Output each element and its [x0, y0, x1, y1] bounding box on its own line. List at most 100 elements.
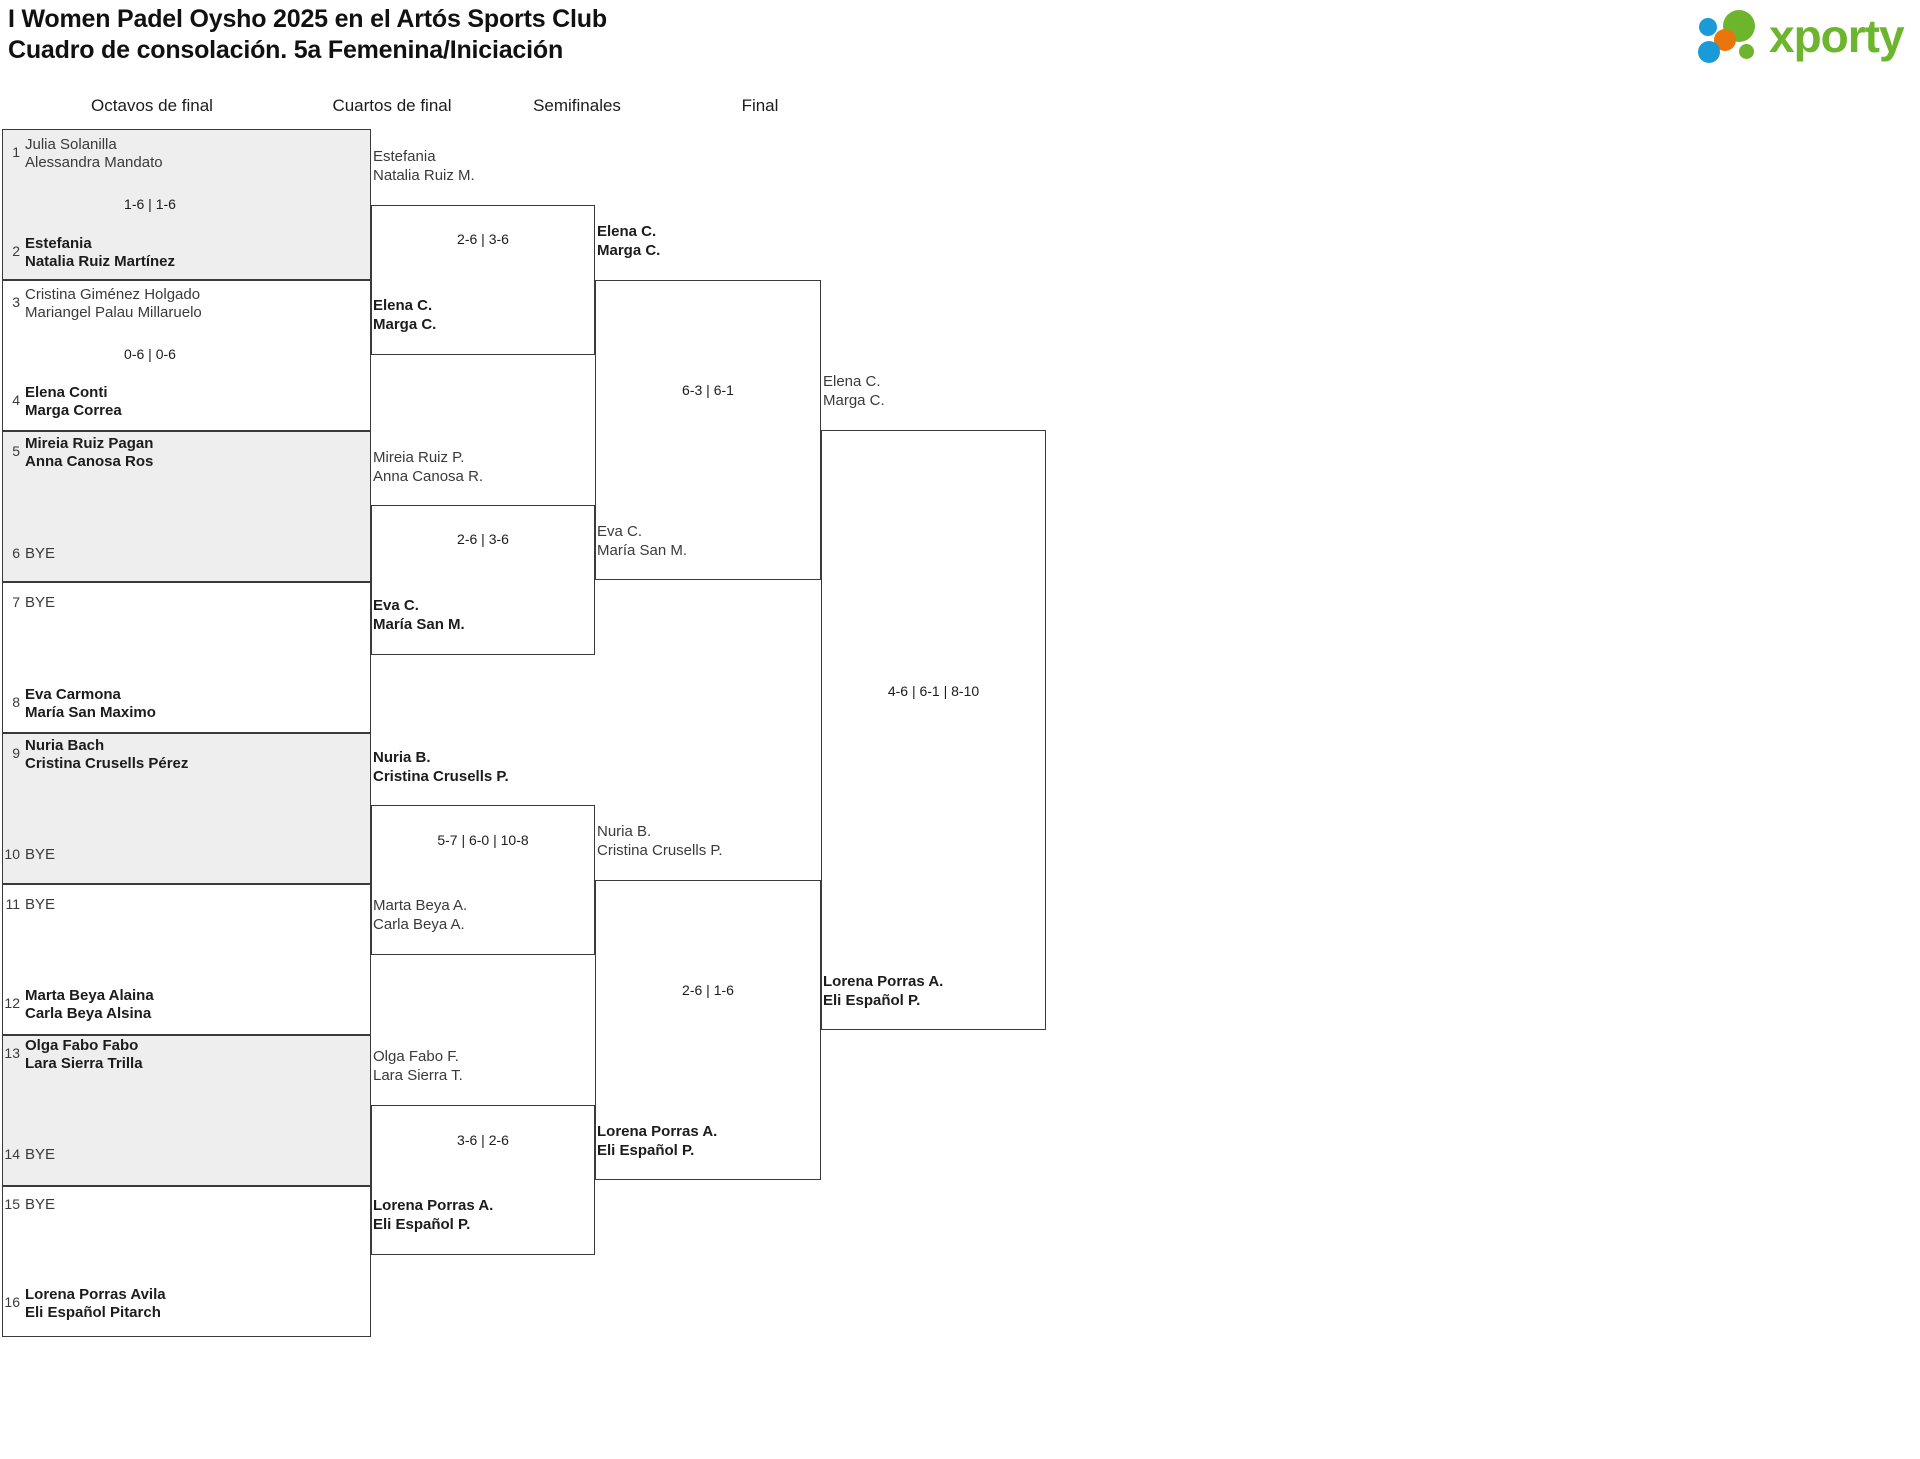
r2-match-3-box — [371, 805, 595, 955]
bye-label: BYE — [25, 846, 56, 863]
logo-dot-green-small — [1739, 44, 1754, 59]
team-player-2: Alessandra Mandato — [25, 154, 163, 171]
r1-band-6 — [2, 884, 371, 1035]
round-heading-semifinales: Semifinales — [533, 96, 621, 115]
r2-m2-top-player-2: Anna Canosa R. — [373, 468, 484, 485]
seed-number: 4 — [12, 392, 20, 408]
seed-number: 14 — [4, 1146, 20, 1162]
r2-m2-top-player-1: Mireia Ruiz P. — [373, 449, 465, 466]
team-player-1: Estefania — [25, 235, 92, 252]
r3-match-2-box — [595, 880, 821, 1180]
r2-match-4-box — [371, 1105, 595, 1255]
r4-final-bottom-player-1: Lorena Porras A. — [823, 973, 944, 990]
r2-m4-top-player-2: Lara Sierra T. — [373, 1067, 463, 1084]
round-heading-octavos: Octavos de final — [91, 96, 213, 115]
team-player-1: Marta Beya Alaina — [25, 987, 154, 1004]
r2-m2-bottom-player-1: Eva C. — [373, 597, 419, 614]
seed-number: 2 — [12, 243, 20, 259]
team-player-1: Mireia Ruiz Pagan — [25, 435, 154, 452]
r1-band-1 — [2, 129, 371, 280]
r3-m1-bottom-player-1: Eva C. — [597, 523, 643, 540]
r2-m3-top-player-1: Nuria B. — [373, 749, 431, 766]
r2-m4-bottom-player-1: Lorena Porras A. — [373, 1197, 494, 1214]
r4-match-1-box — [821, 430, 1046, 1030]
seed-number: 3 — [12, 294, 20, 310]
r2-m3-score: 5-7 | 6-0 | 10-8 — [437, 832, 529, 848]
team-player-2: María San Maximo — [25, 704, 156, 721]
bye-label: BYE — [25, 896, 56, 913]
team-player-2: Natalia Ruiz Martínez — [25, 253, 176, 270]
r2-match-1-box — [371, 205, 595, 355]
r3-m1-bottom-player-2: María San M. — [597, 542, 688, 559]
r2-m1-score: 2-6 | 3-6 — [457, 231, 509, 247]
seed-number: 8 — [12, 694, 20, 710]
seed-number: 15 — [4, 1196, 20, 1212]
r4-final-top-player-1: Elena C. — [823, 373, 881, 390]
r3-m1-score: 6-3 | 6-1 — [682, 382, 734, 398]
page-title: I Women Padel Oysho 2025 en el Artós Spo… — [8, 4, 1108, 66]
r3-m2-score: 2-6 | 1-6 — [682, 982, 734, 998]
r1-band-8 — [2, 1186, 371, 1337]
r2-m3-bottom-player-1: Marta Beya A. — [373, 897, 468, 914]
team-player-1: Nuria Bach — [25, 737, 105, 754]
r4-final-top-player-2: Marga C. — [823, 392, 885, 409]
seed-number: 12 — [4, 995, 20, 1011]
r1-band-4 — [2, 582, 371, 733]
team-player-1: Olga Fabo Fabo — [25, 1037, 139, 1054]
title-line-2: Cuadro de consolación. 5a Femenina/Inici… — [8, 36, 564, 64]
bye-label: BYE — [25, 1196, 56, 1213]
r2-m3-bottom-player-2: Carla Beya A. — [373, 916, 465, 933]
team-player-1: Cristina Giménez Holgado — [25, 286, 201, 303]
title-line-1: I Women Padel Oysho 2025 en el Artós Spo… — [8, 5, 607, 33]
seed-number: 6 — [12, 545, 20, 561]
seed-number: 1 — [12, 144, 20, 160]
seed-number: 13 — [4, 1045, 20, 1061]
team-player-2: Cristina Crusells Pérez — [25, 755, 189, 772]
r3-m2-bottom-player-2: Eli Español P. — [597, 1142, 695, 1159]
xporty-logo[interactable]: xporty — [1697, 8, 1907, 64]
bye-label: BYE — [25, 594, 56, 611]
team-player-2: Carla Beya Alsina — [25, 1005, 152, 1022]
seed-number: 7 — [12, 594, 20, 610]
r2-m2-score: 2-6 | 3-6 — [457, 531, 509, 547]
team-player-2: Marga Correa — [25, 402, 122, 419]
r3-m2-bottom-player-1: Lorena Porras A. — [597, 1123, 718, 1140]
team-player-2: Anna Canosa Ros — [25, 453, 154, 470]
round-heading-final: Final — [741, 96, 779, 115]
team-player-2: Mariangel Palau Millaruelo — [25, 304, 202, 321]
bye-label: BYE — [25, 1146, 56, 1163]
seed-number: 11 — [5, 896, 20, 912]
seed-number: 16 — [4, 1294, 20, 1310]
r2-m1-bottom-player-1: Elena C. — [373, 297, 433, 314]
r3-m1-top-player-2: Marga C. — [597, 242, 661, 259]
r3-match-1-box — [595, 280, 821, 580]
r4-final-bottom-player-2: Eli Español P. — [823, 992, 921, 1009]
r2-m4-bottom-player-2: Eli Español P. — [373, 1216, 471, 1233]
team-player-2: Lara Sierra Trilla — [25, 1055, 143, 1072]
r2-m4-top-player-1: Olga Fabo F. — [373, 1048, 459, 1065]
logo-dot-orange — [1714, 29, 1736, 51]
r1-band-3 — [2, 431, 371, 582]
r1-band-5 — [2, 733, 371, 884]
r1-band-7 — [2, 1035, 371, 1186]
logo-dot-blue-large — [1698, 41, 1720, 63]
r2-match-2-box — [371, 505, 595, 655]
r1-score-match-2: 0-6 | 0-6 — [124, 346, 176, 362]
seed-number: 5 — [12, 443, 20, 459]
logo-wordmark: xporty — [1769, 10, 1905, 62]
r1-score-match-1: 1-6 | 1-6 — [124, 196, 176, 212]
round-heading-cuartos: Cuartos de final — [332, 96, 452, 115]
seed-number: 10 — [4, 846, 20, 862]
bye-label: BYE — [25, 545, 56, 562]
team-player-1: Elena Conti — [25, 384, 108, 401]
r2-m1-bottom-player-2: Marga C. — [373, 316, 437, 333]
seed-number: 9 — [12, 745, 20, 761]
team-player-1: Julia Solanilla — [25, 136, 117, 153]
r2-m1-top-player-2: Natalia Ruiz M. — [373, 167, 475, 184]
r1-band-2 — [2, 280, 371, 431]
team-player-1: Eva Carmona — [25, 686, 121, 703]
r2-m2-bottom-player-2: María San M. — [373, 616, 465, 633]
r3-m1-top-player-1: Elena C. — [597, 223, 657, 240]
logo-dot-blue-small — [1699, 18, 1717, 36]
